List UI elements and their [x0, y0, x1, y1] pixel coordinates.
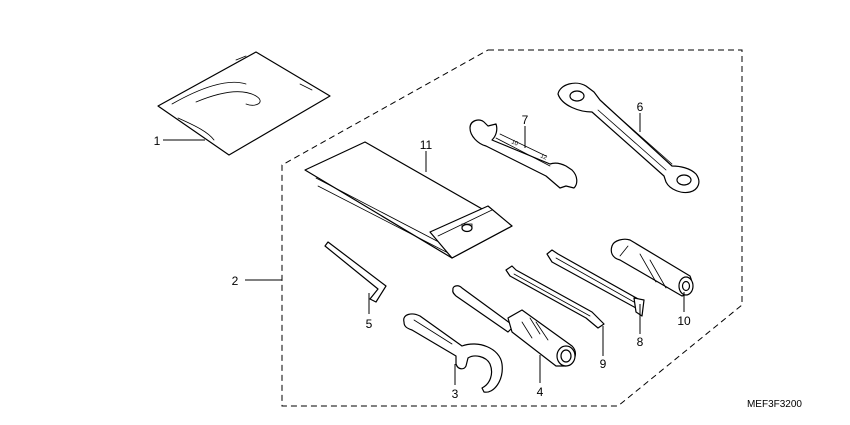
- leader-lines: [163, 113, 685, 385]
- phillips-screwdriver-part-8: [546, 249, 645, 317]
- callout-2: 2: [232, 274, 239, 288]
- callout-8: 8: [637, 335, 644, 349]
- flat-screwdriver-part-9: [505, 265, 605, 329]
- callout-10: 10: [677, 314, 691, 328]
- svg-text:10: 10: [510, 139, 519, 148]
- callout-3: 3: [452, 387, 459, 401]
- svg-text:12: 12: [539, 153, 548, 162]
- callout-1: 1: [154, 134, 161, 148]
- callout-11: 11: [420, 138, 433, 152]
- tool-kit-group-boundary: [281, 49, 743, 407]
- box-end-wrench-part-6: [557, 82, 700, 194]
- callout-5: 5: [366, 317, 373, 331]
- screwdriver-handle-part-10: [610, 238, 694, 297]
- pin-spanner-part-3: [403, 313, 503, 393]
- callout-9: 9: [600, 357, 607, 371]
- callout-7: 7: [522, 113, 529, 127]
- tool-case-part-11: [304, 141, 513, 259]
- diagram-code: MEF3F3200: [747, 399, 802, 410]
- hex-key-part-5: [324, 241, 387, 303]
- plastic-bag-part-1: [157, 51, 331, 156]
- callout-6: 6: [637, 100, 644, 114]
- socket-wrench-part-4: [452, 285, 576, 367]
- open-end-wrench-part-7: 10 12: [469, 119, 578, 189]
- callout-labels: 1 2 3 4 5 6 7 8 9 10 11: [154, 100, 691, 401]
- callout-4: 4: [537, 385, 544, 399]
